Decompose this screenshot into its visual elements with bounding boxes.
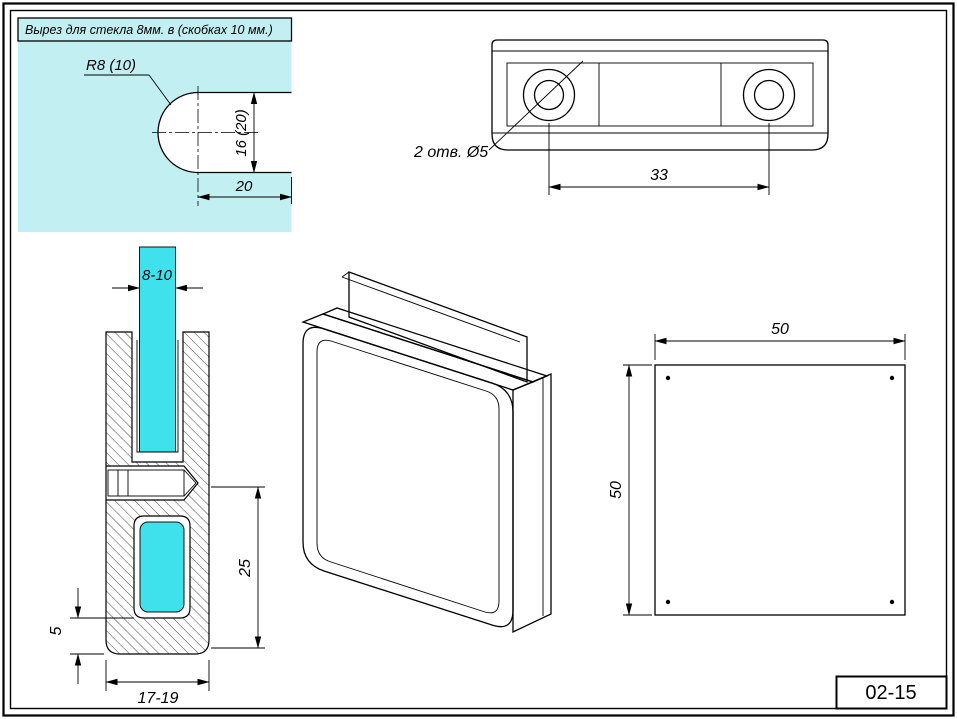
glass-cutout-view: Вырез для стекла 8мм. в (скобках 10 мм.)…	[17, 17, 293, 232]
body-width-label: 17-19	[138, 690, 179, 707]
insert-depth-label: 25	[237, 559, 254, 578]
inner-frame	[9, 9, 948, 710]
right-hole	[742, 68, 796, 122]
top-view-edges	[492, 50, 828, 134]
isometric-view	[301, 271, 552, 634]
height-dimension: 16 (20)	[233, 92, 258, 173]
bottom-gasket	[139, 521, 185, 613]
clamp-side-face	[512, 373, 552, 634]
note-box	[17, 17, 293, 42]
height-dimension: 50	[608, 364, 652, 616]
top-view-body	[491, 39, 829, 151]
glass-thickness-label: 8-10	[142, 267, 173, 284]
width-dimension: 50	[654, 321, 906, 360]
spacing-label: 33	[650, 167, 668, 184]
depth-label: 20	[235, 178, 253, 195]
height-label: 50	[608, 481, 625, 499]
spacing-dimension: 33	[548, 123, 770, 195]
body-width-dimension: 17-19	[105, 660, 210, 707]
cutout-centerlines	[152, 86, 258, 206]
slot-dividers	[598, 63, 722, 126]
clamp-front-face	[302, 326, 514, 628]
clamp-screw	[107, 469, 197, 497]
front-face-bevel	[316, 339, 500, 614]
height-label: 16 (20)	[233, 109, 250, 157]
clamp-section-body	[105, 331, 210, 655]
glass-plate	[348, 271, 528, 383]
note-text: Вырез для стекла 8мм. в (скобках 10 мм.)	[25, 23, 273, 37]
insert-depth-dimension: 25	[211, 486, 265, 649]
radius-label: R8 (10)	[86, 57, 136, 74]
width-label: 50	[771, 321, 789, 338]
glass-thickness-edge	[341, 271, 521, 343]
section-view: 8-10 25 5 17-19	[48, 246, 265, 707]
drawing-number: 02-15	[865, 682, 916, 704]
title-block: 02-15	[835, 675, 948, 710]
holes-label: 2 отв. Ø5	[413, 144, 488, 161]
corner-marks	[665, 375, 895, 605]
front-view: 50 50	[608, 321, 906, 616]
gasket-outline	[136, 340, 179, 453]
radius-callout: R8 (10)	[84, 57, 172, 106]
front-face-square	[654, 364, 906, 616]
clamp-top-face	[301, 313, 535, 391]
glass-thickness-dimension: 8-10	[112, 267, 203, 292]
holes-callout: 2 отв. Ø5	[413, 60, 584, 161]
slot-outline	[506, 62, 814, 127]
title-block-box	[835, 675, 948, 710]
bottom-thickness-label: 5	[48, 626, 65, 635]
top-view: 2 отв. Ø5 33	[413, 39, 829, 195]
left-hole	[522, 68, 576, 122]
bottom-thickness-dimension: 5	[48, 588, 134, 684]
depth-dimension: 20	[197, 177, 292, 204]
